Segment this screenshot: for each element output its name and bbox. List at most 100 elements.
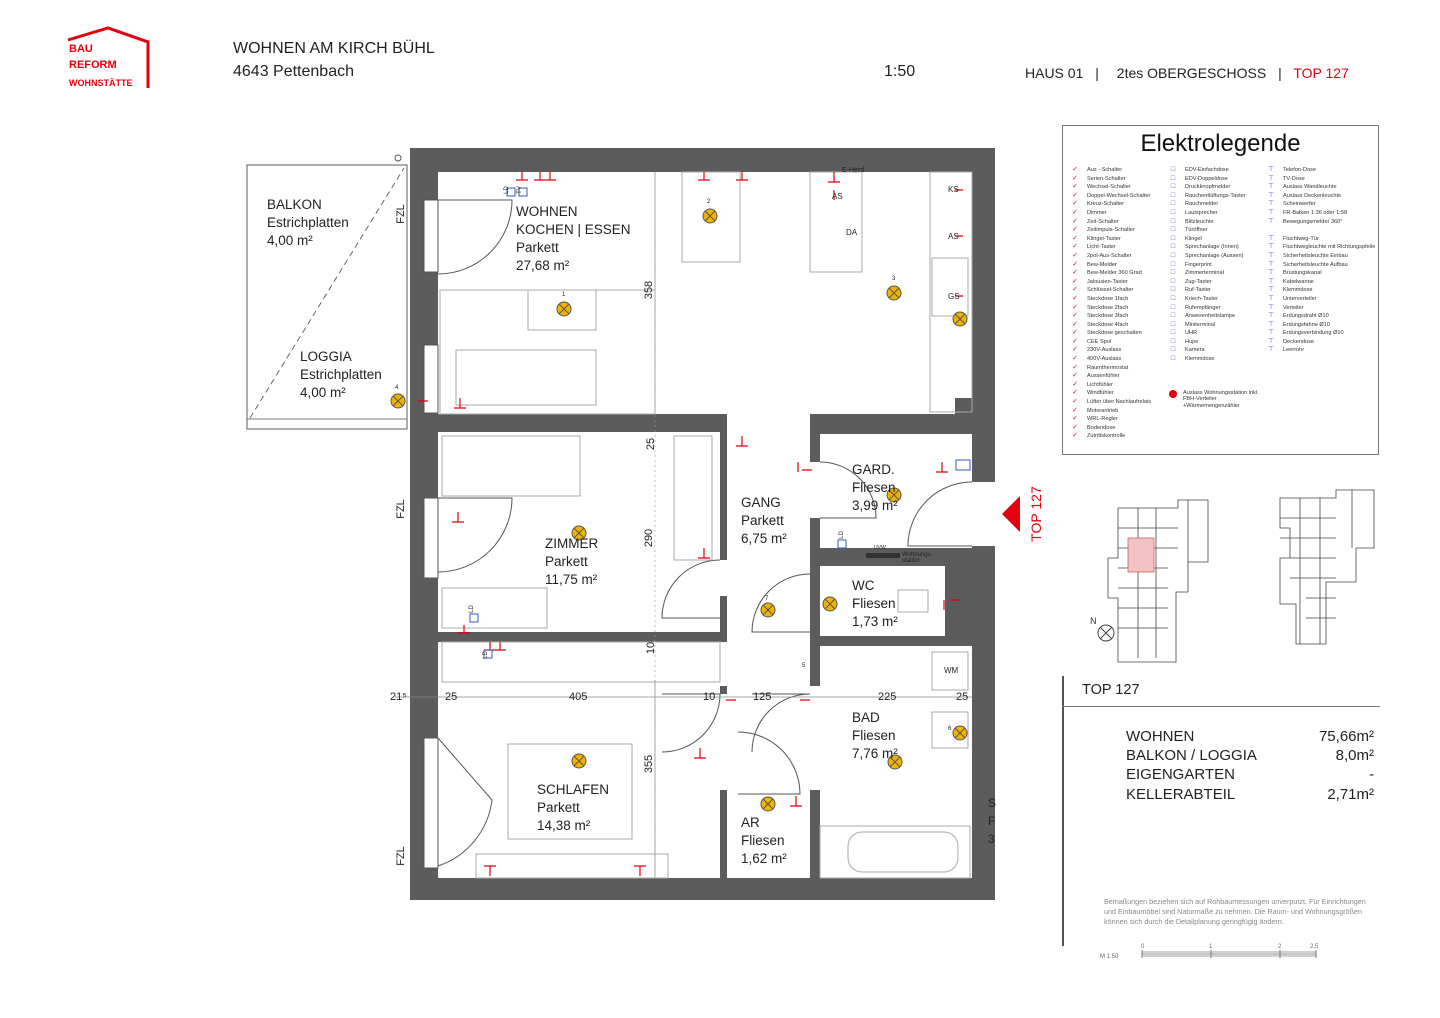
- legend-item: ✓2pol-Aus-Schalter: [1069, 252, 1151, 261]
- legend-item: ✓Zeitimpuls-Schalter: [1069, 226, 1151, 235]
- legend-label: Bewegungsmelder 360°: [1283, 218, 1343, 225]
- entry-label: TOP 127: [1027, 486, 1044, 542]
- legend-label: Aus - Schalter: [1087, 167, 1123, 173]
- light-icon: [887, 754, 903, 770]
- legend-item: ⊤Sicherheitsleuchte Aufbau: [1265, 261, 1375, 270]
- legend-symbol-icon: ⊤: [1267, 166, 1275, 173]
- legend-label: Wechsel-Schalter: [1087, 184, 1131, 191]
- legend-symbol-icon: ✓: [1072, 363, 1078, 371]
- station-bar: [866, 553, 900, 558]
- station-dot-icon: [1169, 390, 1177, 398]
- legend-item: ⊤FR-Balken 1:36 oder 1:58: [1265, 209, 1375, 218]
- dim-25: 25: [645, 437, 658, 451]
- legend-symbol-icon: ⊤: [1267, 243, 1275, 251]
- legend-symbol-icon: ⊤: [1267, 269, 1275, 277]
- switch-num: 5: [802, 663, 806, 669]
- legend-label: Zimmerterminal: [1185, 270, 1224, 277]
- legend-label: Druckknopfmelder: [1185, 184, 1231, 191]
- summary-value: 2,71m²: [1327, 786, 1374, 803]
- ceiling-lights: [390, 208, 968, 812]
- legend-item: □Sprechanlage (Innen): [1167, 243, 1246, 252]
- legend-column-3: ⊤Telefon-Dose⊤TV-Dose⊤Auslass Wandleucht…: [1265, 166, 1375, 355]
- legend-symbol-icon: □: [1170, 260, 1176, 268]
- legend-symbol-icon: □: [1170, 312, 1176, 320]
- label-station: Wohnungs-station: [902, 552, 933, 564]
- legend-label: Erdungsfahne Ø10: [1283, 321, 1330, 328]
- legend-item: ⊤Auslass Deckenleuchte: [1265, 192, 1375, 201]
- legend-label: Steckdose 1fach: [1087, 295, 1129, 302]
- legend-label: FR-Balken 1:36 oder 1:58: [1283, 209, 1348, 216]
- dim-355: 355: [643, 754, 656, 774]
- scale-tick: 1: [1209, 944, 1213, 950]
- label-as-2: AS: [948, 232, 959, 241]
- legend-item: □Miniterminal: [1167, 321, 1246, 330]
- legend-label: Sprechanlage (Innen): [1185, 244, 1239, 251]
- legend-symbol-icon: ✓: [1072, 355, 1078, 363]
- legend-label: Jalousien-Taster: [1087, 278, 1128, 285]
- fzl-label-3: FZL: [394, 846, 407, 866]
- legend-symbol-icon: ⊤: [1267, 312, 1275, 320]
- legend-item: ⊤Brüstungskanal: [1265, 269, 1375, 278]
- legend-label: Sprechanlage (Aussen): [1185, 252, 1244, 259]
- legend-item: ⊤Leerrohr: [1265, 346, 1375, 355]
- legend-label: Erdungsdraht Ø10: [1283, 313, 1329, 320]
- legend-symbol-icon: ✓: [1072, 217, 1078, 225]
- legend-label: Kriech-Taster: [1185, 295, 1218, 302]
- legend-label: Unterverteiler: [1283, 295, 1317, 302]
- legend-label: Telefon-Dose: [1283, 167, 1316, 173]
- legend-label: Kreuz-Schalter: [1087, 201, 1124, 208]
- label-as-1: AS: [832, 192, 843, 201]
- legend-label: Schlüssel-Schalter: [1087, 287, 1134, 294]
- scale-tick: 2: [1278, 944, 1282, 950]
- floor-label: 2tes OBERGESCHOSS: [1116, 65, 1267, 81]
- separator-2: |: [1278, 65, 1282, 81]
- legend-label: Klemmdose: [1185, 356, 1215, 363]
- key-plans: N: [1090, 489, 1375, 663]
- legend-item: ⊤Klemmdose: [1265, 286, 1375, 295]
- room-bad: BAD Fliesen 7,76 m²: [852, 709, 898, 763]
- legend-label: Klingel: [1185, 235, 1202, 242]
- legend-label: Lautsprecher: [1185, 209, 1218, 216]
- legend-item: ⊤Scheinwerfer: [1265, 200, 1375, 209]
- legend-item: ✓Aussenfühler: [1069, 372, 1151, 381]
- legend-item: □Klingel: [1167, 235, 1246, 244]
- legend-symbol-icon: ✓: [1072, 226, 1078, 234]
- legend-item: ⊤Erdungsfahne Ø10: [1265, 321, 1375, 330]
- legend-symbol-icon: ✓: [1072, 294, 1078, 302]
- legend-label: 2pol-Aus-Schalter: [1087, 252, 1132, 259]
- legend-symbol-icon: ✓: [1072, 432, 1078, 440]
- summary-row: WOHNEN 75,66m²: [1126, 728, 1374, 745]
- legend-symbol-icon: ✓: [1072, 166, 1078, 173]
- room-floor: Fliesen: [852, 728, 896, 743]
- legend-symbol-icon: ⊤: [1267, 294, 1275, 302]
- switch-num: 7: [765, 596, 769, 602]
- legend-label: Dimmer: [1087, 209, 1107, 216]
- legend-item: ⊤TV-Dose: [1265, 175, 1375, 184]
- legend-column-1: ✓Aus - Schalter✓Serien-Schalter✓Wechsel-…: [1069, 166, 1151, 441]
- scale-tick: 2,5: [1310, 944, 1319, 950]
- legend-item: □ Sprechanlage (Aussen): [1167, 252, 1246, 261]
- electrical-legend: Elektrolegende ✓Aus - Schalter✓Serien-Sc…: [1062, 125, 1379, 455]
- dim-10: 10: [703, 691, 716, 703]
- legend-symbol-icon: □: [1170, 251, 1176, 259]
- legend-symbol-icon: ✓: [1072, 406, 1078, 414]
- label-gs: GS: [948, 292, 960, 301]
- legend-symbol-icon: ✓: [1072, 183, 1078, 191]
- scale-bar: M 1:50 0 1 2 2,5: [1100, 944, 1319, 960]
- legend-item: ⊤ Telefon-Dose: [1265, 166, 1375, 175]
- legend-symbol-icon: ✓: [1072, 320, 1078, 328]
- room-area: 4,00 m²: [267, 233, 313, 248]
- room-floor: Estrichplatten: [267, 215, 349, 230]
- legend-item: ✓Steckdose geschalten: [1069, 329, 1151, 338]
- legend-symbol-icon: □: [1170, 355, 1176, 363]
- legend-symbol-icon: ⊤: [1267, 174, 1275, 182]
- legend-item: ⊤Fluchtweg-Tür: [1265, 235, 1375, 244]
- dim-358: 358: [643, 280, 656, 300]
- room-wohnen: WOHNEN KOCHEN | ESSEN Parkett 27,68 m²: [516, 203, 631, 275]
- legend-item: ⊤Sicherheitsleuchte Einbau: [1265, 252, 1375, 261]
- legend-item: ✓Zutrittskontrolle: [1069, 432, 1151, 441]
- legend-symbol-icon: ✓: [1072, 174, 1078, 182]
- legend-item: ✓CEE Spol: [1069, 338, 1151, 347]
- switch-num: 1: [562, 292, 566, 298]
- legend-item: ⊤ Erdungsdraht Ø10: [1265, 312, 1375, 321]
